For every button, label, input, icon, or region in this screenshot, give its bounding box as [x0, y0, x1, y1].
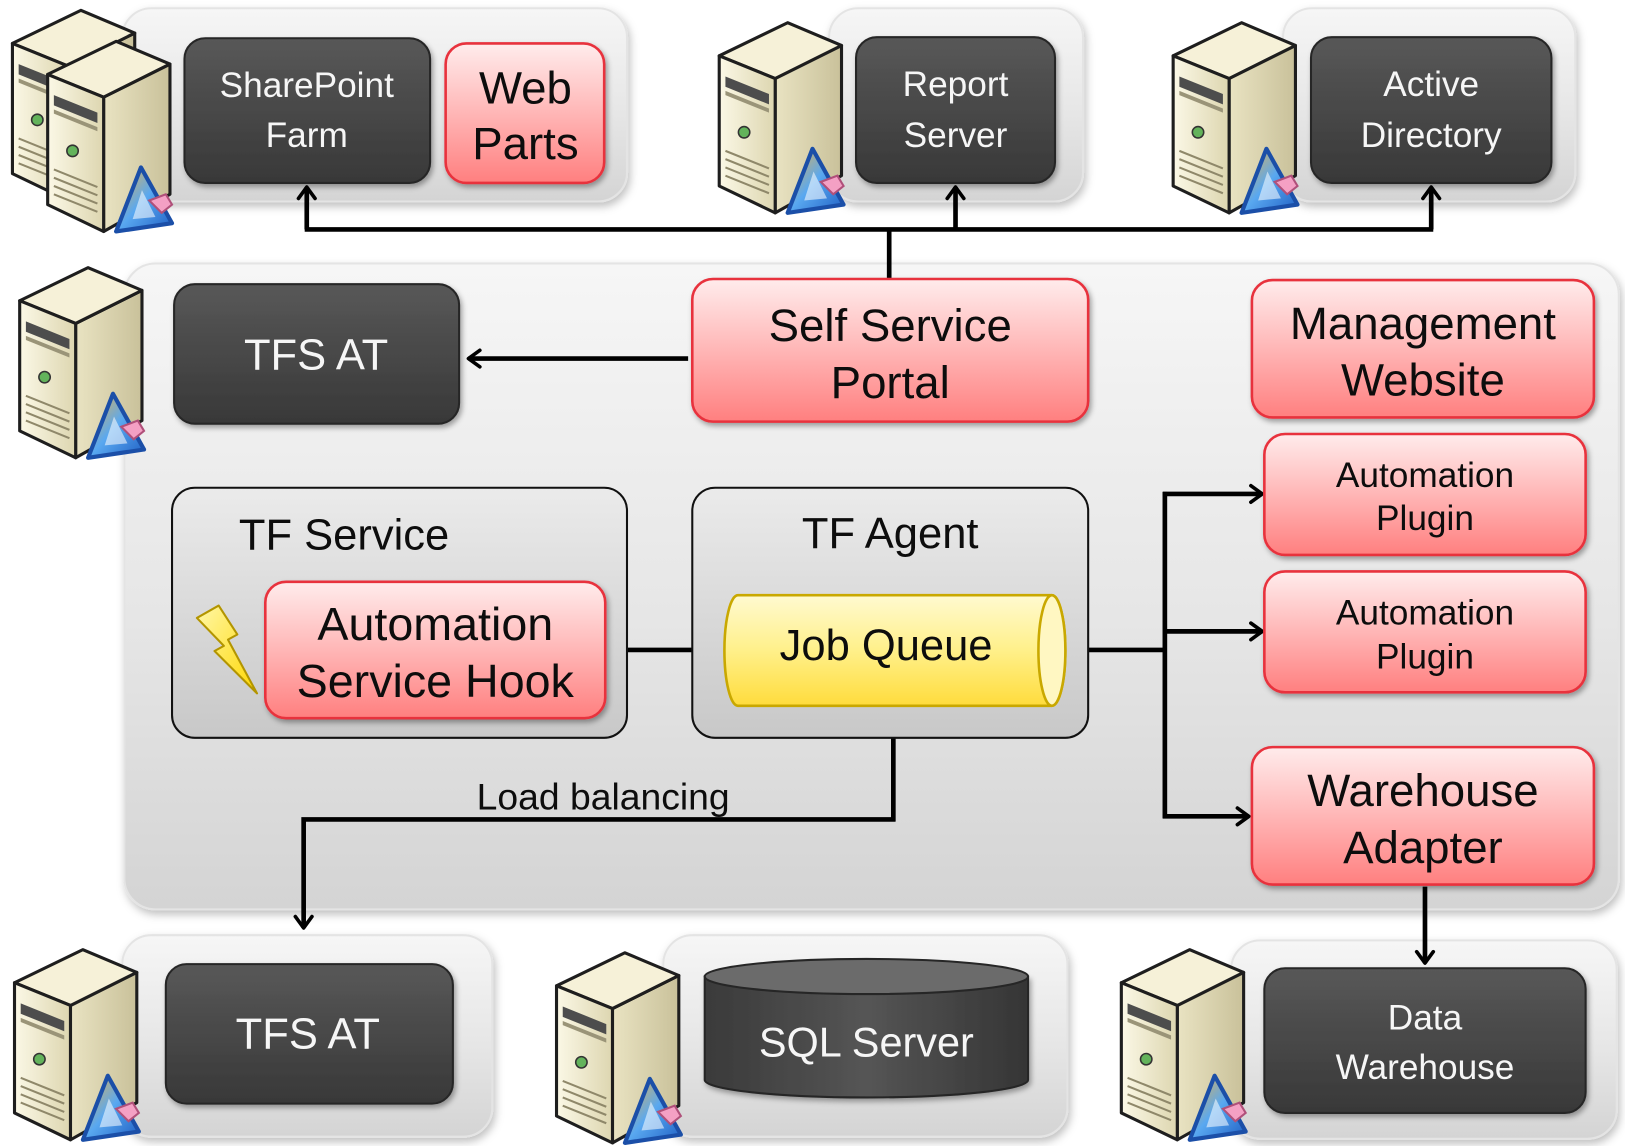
- tfs-at-shape: [173, 283, 461, 425]
- job-queue-label: Job Queue: [780, 622, 993, 670]
- automation-plugin-label: Automation: [1336, 593, 1514, 632]
- load-balancing-label: Load balancing: [477, 776, 730, 818]
- sql-server-label: SQL Server: [759, 1020, 974, 1066]
- data-warehouse-shape: [1263, 967, 1587, 1114]
- load-balancing-line: [293, 817, 896, 930]
- tf-agent-container: TF Agent Job Queue: [691, 486, 1090, 739]
- web-parts-box: Web Parts: [444, 42, 606, 185]
- server-icon: [20, 268, 144, 458]
- self-service-portal-shape: [690, 277, 1090, 423]
- active-directory-label: Active: [1383, 65, 1479, 104]
- server-icon: [557, 953, 681, 1143]
- report-server-box: Report Server: [854, 36, 1057, 184]
- job-queue-end: [1037, 593, 1067, 708]
- web-parts-shape: [444, 42, 606, 185]
- sharepoint-farm-box: SharePoint Farm: [183, 37, 432, 184]
- automation-service-hook-shape: [264, 580, 607, 720]
- sharepoint-farm-shape: [183, 37, 432, 184]
- bottom-tfs-at-label: TFS AT: [236, 1010, 380, 1058]
- server-icon: [15, 950, 139, 1140]
- data-warehouse-box: Data Warehouse: [1263, 967, 1587, 1114]
- server-icon: [1121, 950, 1245, 1140]
- job-queue-cylinder: Job Queue: [723, 593, 1067, 708]
- self-service-portal-label: Portal: [831, 357, 950, 408]
- report-server-label: Server: [904, 116, 1008, 155]
- data-warehouse-label: Warehouse: [1336, 1048, 1515, 1087]
- sql-server-cylinder: SQL Server: [703, 957, 1030, 1099]
- warehouse-adapter-shape: [1250, 745, 1596, 886]
- automation-plugin-shape: [1263, 432, 1587, 557]
- active-directory-shape: [1309, 36, 1553, 184]
- tf-service-title: TF Service: [239, 511, 449, 559]
- automation-service-hook-label: Service Hook: [297, 655, 575, 707]
- automation-plugin-label: Plugin: [1376, 638, 1474, 677]
- warehouse-adapter-label: Warehouse: [1307, 765, 1538, 816]
- sql-server-body: [703, 975, 1030, 1099]
- automation-plugin-box: Automation Plugin: [1263, 570, 1587, 694]
- management-website-label: Management: [1290, 298, 1556, 349]
- automation-service-hook-label: Automation: [317, 598, 553, 650]
- sql-server-top: [703, 957, 1030, 996]
- warehouse-adapter-box: Warehouse Adapter: [1250, 745, 1596, 886]
- management-website-box: Management Website: [1250, 278, 1596, 419]
- active-directory-label: Directory: [1361, 116, 1502, 155]
- automation-plugin-shape: [1263, 570, 1587, 694]
- server-icon: [1173, 23, 1297, 213]
- server-icon: [719, 23, 843, 213]
- tfs-at-box: TFS AT: [173, 283, 461, 425]
- web-parts-label: Web: [479, 62, 572, 113]
- active-directory-box: Active Directory: [1309, 36, 1553, 184]
- report-server-label: Report: [903, 65, 1009, 104]
- tfs-at-label: TFS AT: [244, 332, 388, 380]
- data-warehouse-label: Data: [1388, 998, 1463, 1037]
- report-server-shape: [854, 36, 1057, 184]
- automation-service-hook-box: Automation Service Hook: [264, 580, 607, 720]
- bottom-tfs-at-shape: [164, 963, 454, 1105]
- web-parts-label: Parts: [472, 118, 578, 169]
- warehouse-adapter-label: Adapter: [1343, 822, 1503, 873]
- automation-plugin-label: Plugin: [1376, 499, 1474, 538]
- self-service-portal-label: Self Service: [769, 300, 1012, 351]
- lightning-bolt-icon: [195, 604, 259, 695]
- automation-plugin-label: Automation: [1336, 456, 1514, 495]
- tf-agent-title: TF Agent: [802, 510, 979, 558]
- sharepoint-farm-label: SharePoint: [220, 66, 395, 105]
- server-icon: [48, 41, 172, 231]
- automation-plugin-box: Automation Plugin: [1263, 432, 1587, 557]
- bottom-tfs-at-box: TFS AT: [164, 963, 454, 1105]
- connectors: [293, 185, 1442, 965]
- management-website-shape: [1250, 278, 1596, 419]
- sharepoint-farm-label: Farm: [266, 116, 348, 155]
- tf-service-container: TF Service Automation Service Hook: [170, 486, 629, 739]
- self-service-portal-box: Self Service Portal: [690, 277, 1090, 423]
- management-website-label: Website: [1341, 355, 1505, 406]
